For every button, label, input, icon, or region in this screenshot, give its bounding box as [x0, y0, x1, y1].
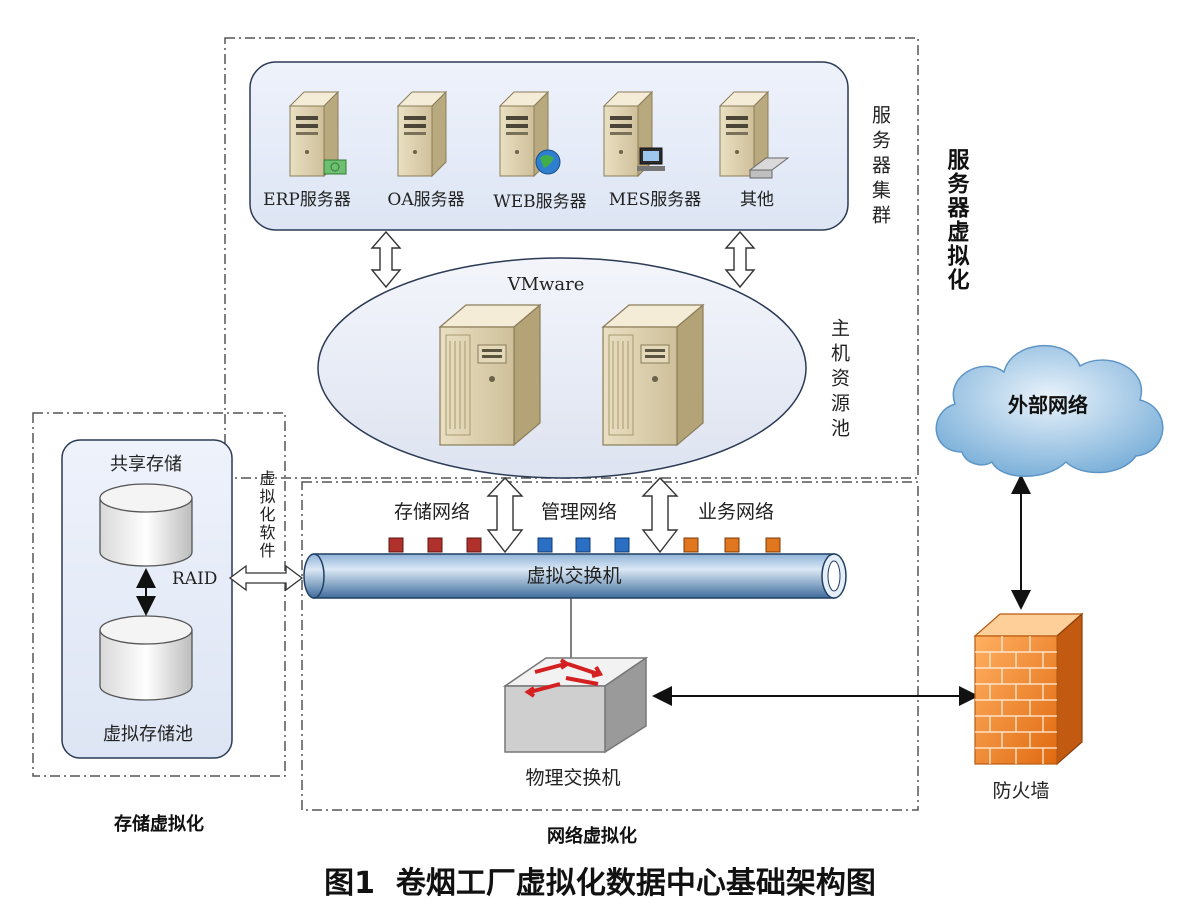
figure-caption: 图1 卷烟工厂虚拟化数据中心基础架构图 [324, 866, 876, 901]
host-pool-label: 主机资源池 [828, 318, 850, 443]
storage-network-label: 存储网络 [394, 501, 470, 523]
physical-switch-label: 物理交换机 [525, 767, 620, 789]
server-virtualization-label: 服务器虚拟化 [944, 148, 971, 292]
management-ports [537, 537, 630, 553]
port-storage-1 [388, 537, 404, 553]
port-management-1 [537, 537, 553, 553]
server-label-oa: OA服务器 [387, 190, 464, 210]
network-virtualization-label: 网络虚拟化 [547, 825, 637, 847]
server-labels: ERP服务器 OA服务器 WEB服务器 MES服务器 其他 [263, 190, 774, 212]
host-server-left-icon [439, 304, 541, 446]
web-server-icon [499, 91, 561, 177]
mes-server-icon [603, 91, 665, 177]
business-network-label: 业务网络 [698, 501, 774, 523]
host-server-right-icon [602, 304, 704, 446]
port-storage-3 [466, 537, 482, 553]
storage-ports [388, 537, 482, 553]
pool-switch-link-right [641, 476, 679, 554]
firewall-icon [973, 612, 1084, 766]
cluster-pool-link-left [370, 230, 402, 289]
management-network-label: 管理网络 [541, 501, 617, 523]
port-management-2 [575, 537, 591, 553]
server-label-mes: MES服务器 [609, 190, 701, 210]
server-label-web: WEB服务器 [493, 192, 586, 212]
network-virtualization-boundary [301, 481, 919, 811]
cloud-icon [935, 345, 1164, 477]
raid-label: RAID [172, 569, 217, 589]
vmware-label: VMware [507, 274, 585, 295]
erp-server-icon [289, 91, 347, 177]
server-cluster-label: 服务器集群 [869, 105, 891, 230]
storage-virtualization-boundary [32, 412, 286, 777]
port-management-3 [614, 537, 630, 553]
business-ports [683, 537, 781, 553]
virtual-switch-label: 虚拟交换机 [526, 565, 621, 587]
disk-top-icon [99, 483, 193, 567]
firewall-label: 防火墙 [992, 780, 1049, 802]
server-virtualization-boundary [224, 37, 919, 479]
physical-switch-icon [502, 656, 649, 754]
storage-switch-link [228, 564, 304, 592]
oa-server-icon [397, 91, 447, 177]
shared-storage-label: 共享存储 [110, 454, 182, 475]
server-label-other: 其他 [740, 190, 774, 210]
virtual-switch [303, 553, 847, 599]
other-server-icon [719, 91, 790, 179]
virtual-storage-pool-label: 虚拟存储池 [103, 724, 193, 745]
server-label-erp: ERP服务器 [263, 190, 351, 210]
port-business-2 [724, 537, 740, 553]
storage-virtualization-label: 存储虚拟化 [114, 813, 204, 835]
cluster-pool-link-right [724, 230, 756, 289]
port-business-3 [765, 537, 781, 553]
port-business-1 [683, 537, 699, 553]
virtualization-software-label: 虚拟化软件 [257, 470, 276, 560]
port-storage-2 [427, 537, 443, 553]
disk-bottom-icon [99, 615, 193, 701]
external-network-label: 外部网络 [1008, 393, 1088, 417]
pool-switch-link-left [486, 476, 524, 554]
